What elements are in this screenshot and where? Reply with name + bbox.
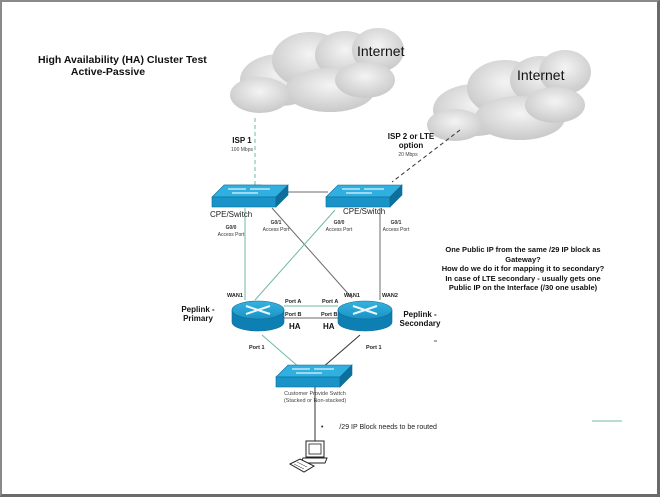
title-line-2: Active-Passive xyxy=(70,66,146,78)
customer-switch-line-2: (Stacked or Non-stacked) xyxy=(283,398,347,404)
question-note: One Public IP from the same /29 IP block… xyxy=(418,245,628,293)
diagram-title: High Availability (HA) Cluster Test Acti… xyxy=(38,54,207,78)
isp2-label-line-2: option xyxy=(398,141,424,150)
note-line-1: One Public IP from the same /29 IP block… xyxy=(445,245,601,254)
router-primary-label: Peplink - Primary xyxy=(176,305,220,323)
cpe1-port-g01: G0/1 Access Port xyxy=(260,220,292,234)
bullet-text: /29 IP Block needs to be routed xyxy=(339,424,437,431)
note-line-5: Public IP on the Interface (/30 one usab… xyxy=(448,283,598,292)
cpe2-g00-primary xyxy=(254,209,336,301)
isp2-speed: 20 Mbps xyxy=(398,152,418,158)
secondary-port1-label: Port 1 xyxy=(366,345,382,351)
router-secondary xyxy=(337,300,393,332)
secondary-port1-link xyxy=(321,334,361,369)
isp2-link xyxy=(391,129,461,183)
primary-port-a-label: Port A xyxy=(285,299,302,305)
secondary-wan1-label: WAN1 xyxy=(344,293,360,299)
isp2-label: ISP 2 or LTE option xyxy=(380,132,442,150)
port-role: Access Port xyxy=(325,227,353,233)
port-role: Access Port xyxy=(382,227,410,233)
cpe2-port-g00: G0/0 Access Port xyxy=(323,220,355,234)
port-name: G0/0 xyxy=(225,225,237,231)
bullet-symbol: • xyxy=(321,424,324,431)
cloud-1-label: Internet xyxy=(357,43,405,59)
cloud-2-label: Internet xyxy=(517,67,565,83)
internet-cloud-2 xyxy=(427,50,591,141)
port-name: G0/1 xyxy=(270,220,282,226)
port-name: G0/0 xyxy=(333,220,345,226)
customer-switch-line-1: Customer Provide Switch xyxy=(284,391,346,397)
pc-icon xyxy=(288,440,328,473)
router-primary xyxy=(231,300,285,332)
primary-ha-label: HA xyxy=(289,322,301,331)
isp1-label: ISP 1 xyxy=(232,136,252,145)
isp2-label-line-1: ISP 2 or LTE xyxy=(387,132,435,141)
cpe1-port-g00: G0/0 Access Port xyxy=(216,225,246,239)
router-secondary-line-2: Secondary xyxy=(399,319,441,328)
cpe-switch-1 xyxy=(211,184,289,208)
primary-wan1-label: WAN1 xyxy=(227,293,243,299)
port-role: Access Port xyxy=(217,232,245,238)
port-name: G0/1 xyxy=(390,220,402,226)
router-secondary-line-1: Peplink - xyxy=(403,310,437,319)
secondary-port-a-label: Port A xyxy=(322,299,339,305)
cpe1-g01-secondary xyxy=(271,207,353,299)
primary-port-b-label: Port B xyxy=(285,312,302,318)
note-line-2: Gateway? xyxy=(505,254,541,264)
customer-switch-label: Customer Provide Switch (Stacked or Non-… xyxy=(270,391,360,405)
port-role: Access Port xyxy=(262,227,290,233)
router-secondary-label: Peplink - Secondary xyxy=(396,310,444,328)
note-line-3: How do we do it for mapping it to second… xyxy=(441,264,605,273)
secondary-wan2-label: WAN2 xyxy=(382,293,398,299)
secondary-ha-label: HA xyxy=(323,322,335,331)
router-primary-line-2: Primary xyxy=(183,314,213,323)
cpe-switch-2-label: CPE/Switch xyxy=(343,207,386,216)
primary-port1-link xyxy=(261,334,301,369)
links xyxy=(244,118,622,445)
router-primary-line-1: Peplink - xyxy=(181,305,215,314)
bullet-note: • /29 IP Block needs to be routed xyxy=(321,424,437,431)
cpe-switch-1-label: CPE/Switch xyxy=(210,210,253,219)
isp1-speed: 100 Mbps xyxy=(231,147,253,153)
internet-cloud-1 xyxy=(230,28,404,113)
customer-switch xyxy=(275,364,353,388)
cpe2-port-g01: G0/1 Access Port xyxy=(380,220,412,234)
secondary-port-b-label: Port B xyxy=(321,312,338,318)
note-line-4: In case of LTE secondary - usually gets … xyxy=(445,273,601,283)
title-line-1: High Availability (HA) Cluster Test xyxy=(38,54,207,66)
cpe-switch-2 xyxy=(325,184,403,208)
primary-port1-label: Port 1 xyxy=(249,345,265,351)
